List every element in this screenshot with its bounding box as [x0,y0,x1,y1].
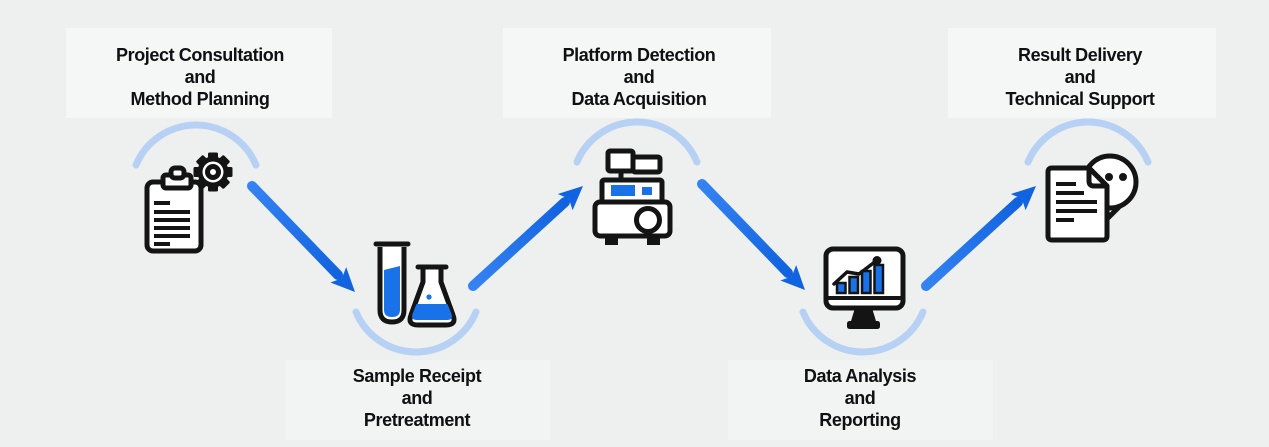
arc-decoration-top [132,121,260,169]
document-icon [1045,165,1110,243]
arrow-shaft [921,197,1023,291]
step-label-line: Result Delivery [1017,45,1143,65]
arrow-head [557,186,583,211]
step-label-3: Platform Detection and Data Acquisition [504,44,774,110]
step-label-line: Sample Receipt [352,366,482,386]
step-label-line: Data Acquisition [571,89,707,109]
arrow-head [1010,186,1036,211]
arc-decoration-top [1024,118,1152,166]
step-label-line: and [184,67,216,87]
step-label-line: Reporting [819,410,901,430]
step-label-line: Method Planning [130,89,270,109]
step-label-2: Sample Receipt and Pretreatment [282,365,552,431]
clipboard-gear-icon [144,152,233,254]
instrument-body [592,177,673,245]
arc-decoration-bottom [799,308,927,356]
arrow-shaft [468,197,570,291]
flow-arrow-3-4 [697,179,805,290]
flow-arrow-2-3 [468,186,583,291]
step-label-line: Project Consultation [115,45,284,65]
step-label-line: and [844,388,876,408]
step-label-line: Pretreatment [363,410,471,430]
arrow-shaft [247,181,343,280]
flow-arrow-1-2 [247,181,355,292]
bar-chart-icon [832,256,885,295]
step-label-line: and [1064,67,1096,87]
step-label-4: Data Analysis and Reporting [725,365,995,431]
step-label-line: Data Analysis [803,366,917,386]
clipboard-icon [144,165,204,254]
test-tube-icon [373,241,411,325]
arrow-head [780,265,805,290]
detection-instrument-icon [592,148,673,245]
arc [799,308,927,356]
label-backdrop [66,28,332,118]
step-label-line: and [623,67,655,87]
instrument-display [605,148,663,183]
label-backdrop [728,360,993,440]
monitor-chart-icon [823,246,906,329]
flask-icon [407,264,457,328]
arc-decoration-top [573,118,701,166]
arc [352,308,480,356]
step-label-5: Result Delivery and Technical Support [945,44,1215,110]
flow-arrow-4-5 [921,186,1036,291]
step-label-line: Technical Support [1005,89,1155,109]
step-label-line: and [401,388,433,408]
step-label-line: Platform Detection [562,45,716,65]
label-backdrop [948,28,1216,118]
document-chat-icon [1045,153,1139,243]
arc-decoration-bottom [352,308,480,356]
label-backdrop [285,360,550,440]
test-tube-flask-icon [373,241,457,328]
arrow-shaft [697,179,793,278]
arc [573,118,701,166]
arrow-head [330,267,355,292]
gear-icon [193,152,233,192]
label-backdrop [503,28,771,118]
arc [132,121,260,169]
step-label-1: Project Consultation and Method Planning [65,44,335,110]
arc [1024,118,1152,166]
